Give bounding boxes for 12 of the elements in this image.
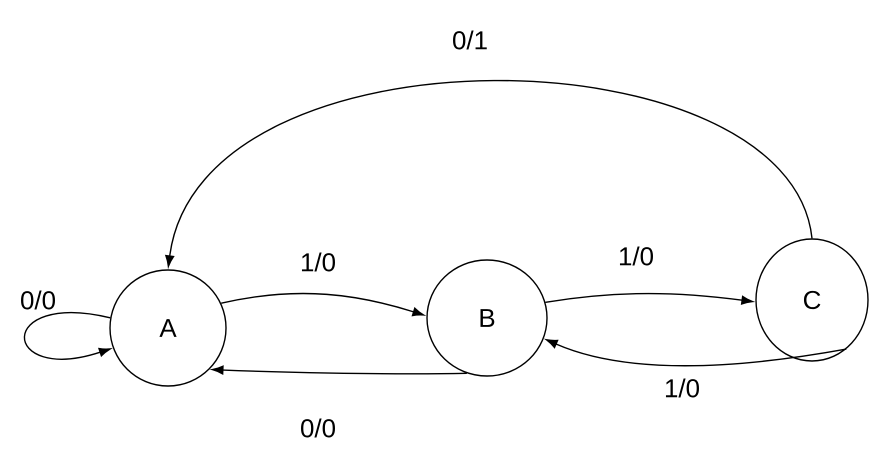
arrow	[221, 292, 424, 316]
arrow	[165, 80, 813, 267]
edge-label: 0/1	[450, 28, 490, 52]
arrow	[24, 312, 111, 360]
edge-label: 1/0	[298, 250, 338, 274]
arrow	[212, 366, 467, 375]
arrow	[546, 339, 846, 366]
edge-label: 0/0	[298, 416, 338, 440]
edge-label: 1/0	[616, 244, 656, 268]
edge-label: 1/0	[662, 376, 702, 400]
edge-label: 0/0	[18, 288, 58, 312]
arrow	[545, 292, 754, 305]
